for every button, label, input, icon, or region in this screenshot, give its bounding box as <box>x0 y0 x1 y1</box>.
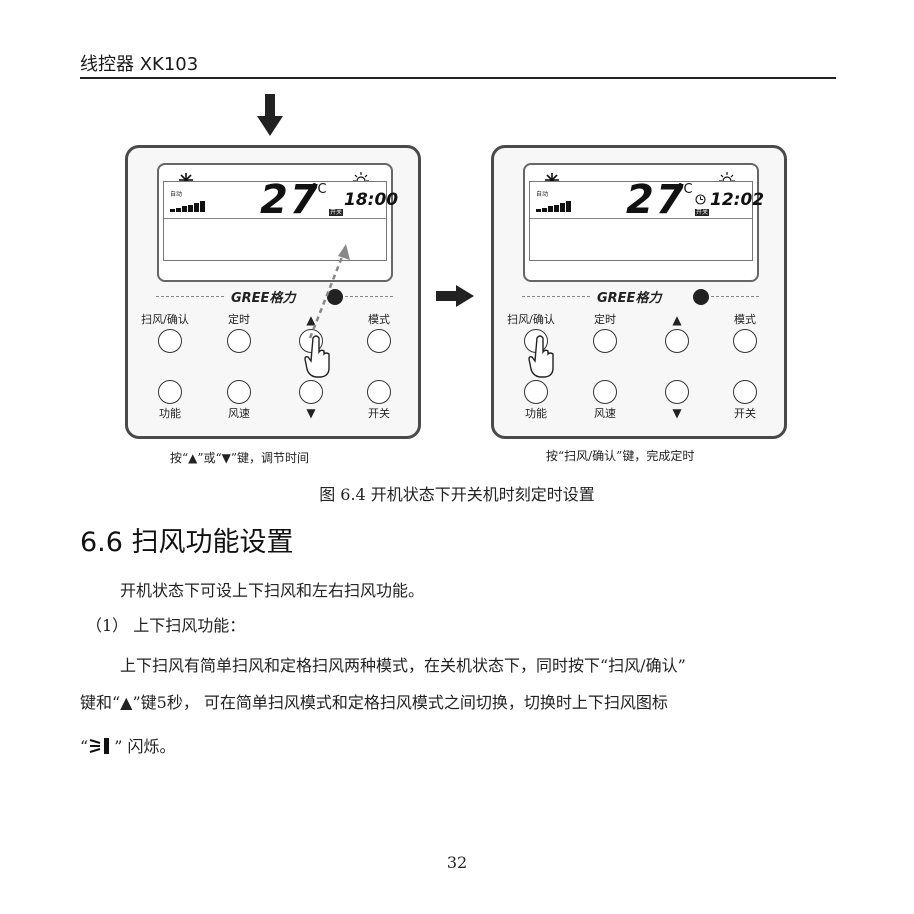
down-button[interactable] <box>299 380 323 404</box>
function-button[interactable] <box>158 380 182 404</box>
caption-right: 按“扫风/确认”键，完成定时 <box>546 449 695 463</box>
lcd-display: 自动 27 °C 18:00 开关 <box>163 177 398 261</box>
up-arrow-label: ▲ <box>306 313 316 327</box>
down-arrow-label: ▼ <box>306 406 316 420</box>
pointer-arrow-icon <box>308 244 350 339</box>
celsius-unit: °C <box>311 182 327 197</box>
brand-divider-right <box>711 296 759 297</box>
fan-speed-button[interactable] <box>227 380 251 404</box>
fan-speed-label: 风速 <box>228 407 250 420</box>
right-arrow-icon <box>436 285 474 307</box>
brand-divider-left <box>156 296 224 297</box>
temperature-display: 27 <box>626 177 686 223</box>
timer-label: 定时 <box>228 313 250 326</box>
down-button[interactable] <box>665 380 689 404</box>
fan-speed-bars-icon <box>536 201 571 212</box>
clock-time: 18:00 <box>344 190 399 210</box>
mode-button[interactable] <box>733 329 757 353</box>
onoff-button[interactable] <box>367 380 391 404</box>
onoff-button[interactable] <box>733 380 757 404</box>
header-rule <box>80 77 836 79</box>
timer-label: 定时 <box>594 313 616 326</box>
up-arrow-label: ▲ <box>672 313 682 327</box>
brand-divider-left <box>522 296 590 297</box>
status-indicator <box>693 289 709 305</box>
celsius-unit: °C <box>677 182 693 197</box>
function-label: 功能 <box>159 407 181 420</box>
down-arrow-label: ▼ <box>672 406 682 420</box>
close-quote-text: ” 闪烁。 <box>114 737 176 756</box>
mode-label: 模式 <box>368 313 390 326</box>
function-label: 功能 <box>525 407 547 420</box>
swing-confirm-button[interactable] <box>158 329 182 353</box>
timer-button[interactable] <box>593 329 617 353</box>
paragraph-3-line-1: 上下扫风有简单扫风和定格扫风两种模式，在关机状态下，同时按下“扫风/确认” <box>120 656 686 675</box>
mode-button[interactable] <box>367 329 391 353</box>
auto-label: 自动 <box>536 191 549 198</box>
down-arrow-icon <box>257 94 283 136</box>
temperature-display: 27 <box>260 177 320 223</box>
clock-icon <box>695 194 706 205</box>
hand-pointer-icon <box>304 335 330 378</box>
fan-speed-label: 风速 <box>594 407 616 420</box>
hand-pointer-icon <box>528 335 554 378</box>
lcd-frame: 自动 27 °C 18:00 开关 <box>157 163 398 282</box>
onoff-label: 开关 <box>368 407 390 420</box>
clock-time: 12:02 <box>710 190 765 210</box>
lcd-frame: 自动 27 °C 12:02 开关 <box>523 163 764 282</box>
status-indicator <box>327 289 343 305</box>
lcd-separator <box>164 218 386 219</box>
lcd-display: 自动 27 °C 12:02 开关 <box>529 177 764 261</box>
caption-left: 按“▲”或“▼”键，调节时间 <box>170 451 309 465</box>
brand-logo: GREE格力 <box>231 291 296 306</box>
remote-panel-left: 自动 27 °C 18:00 开关 GREE格力 扫风/确认 定时 ▲ 模式 功… <box>125 145 421 439</box>
timer-button[interactable] <box>227 329 251 353</box>
paragraph-3-line-3: “ ” 闪烁。 <box>80 733 175 757</box>
paragraph-1: 开机状态下可设上下扫风和左右扫风功能。 <box>120 581 425 600</box>
fan-speed-button[interactable] <box>593 380 617 404</box>
onoff-label: 开关 <box>734 407 756 420</box>
lcd-separator <box>530 218 752 219</box>
onoff-badge: 开关 <box>329 209 344 216</box>
onoff-badge: 开关 <box>695 209 710 216</box>
section-title: 6.6 扫风功能设置 <box>80 527 294 558</box>
up-button[interactable] <box>665 329 689 353</box>
fan-speed-bars-icon <box>170 201 205 212</box>
brand-divider-right <box>345 296 393 297</box>
remote-panel-right: 自动 27 °C 12:02 开关 GREE格力 扫风/确认 定时 ▲ 模式 功… <box>491 145 787 439</box>
page-number: 32 <box>446 853 468 872</box>
mode-label: 模式 <box>734 313 756 326</box>
open-quote: “ <box>80 737 89 756</box>
paragraph-3-line-2: 键和“▲”键5秒， 可在简单扫风模式和定格扫风模式之间切换，切换时上下扫风图标 <box>80 693 668 712</box>
figure-caption: 图 6.4 开机状态下开关机时刻定时设置 <box>319 485 595 504</box>
function-button[interactable] <box>524 380 548 404</box>
vertical-swing-icon <box>89 738 110 754</box>
swing-confirm-label: 扫风/确认 <box>507 313 555 326</box>
auto-label: 自动 <box>170 191 183 198</box>
paragraph-2: （1） 上下扫风功能： <box>86 616 246 635</box>
swing-confirm-label: 扫风/确认 <box>141 313 189 326</box>
document-header: 线控器 XK103 <box>80 54 199 75</box>
brand-logo: GREE格力 <box>597 291 662 306</box>
